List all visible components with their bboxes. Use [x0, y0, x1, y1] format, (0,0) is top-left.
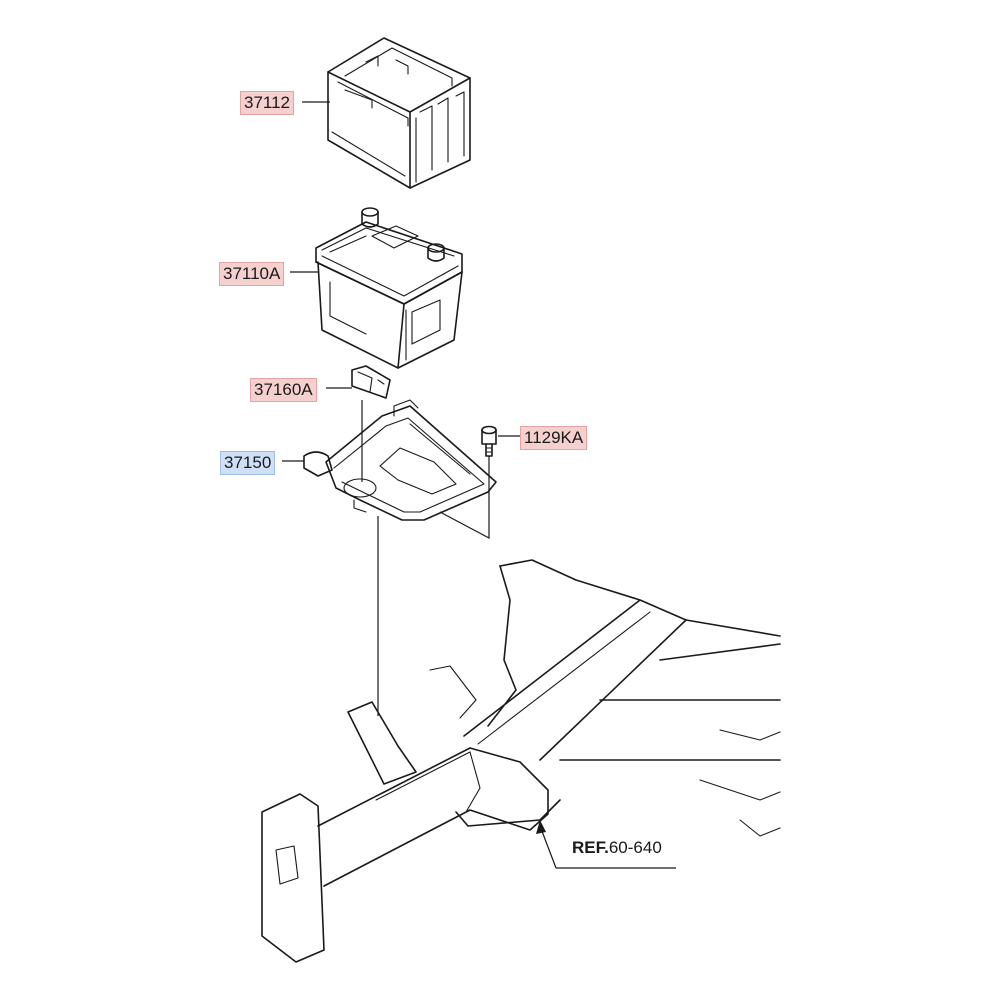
- leader-lines: [282, 101, 676, 869]
- bolt-drawing[interactable]: [481, 425, 497, 457]
- reference-prefix: REF.: [572, 838, 609, 857]
- battery-clamp-drawing[interactable]: [351, 365, 391, 399]
- label-37150[interactable]: 37150: [220, 451, 276, 475]
- battery-tray-drawing[interactable]: [303, 399, 497, 521]
- vehicle-frame-drawing: [261, 559, 781, 963]
- battery-drawing[interactable]: [315, 207, 463, 369]
- label-1129ka[interactable]: 1129KA: [520, 426, 588, 450]
- reference-code: 60-640: [608, 838, 662, 857]
- label-37110a[interactable]: 37110A: [219, 262, 285, 286]
- reference-note: REF.60-640: [572, 838, 662, 858]
- label-37112[interactable]: 37112: [240, 91, 295, 115]
- battery-cover-drawing[interactable]: [327, 37, 471, 189]
- label-37160a[interactable]: 37160A: [250, 378, 317, 402]
